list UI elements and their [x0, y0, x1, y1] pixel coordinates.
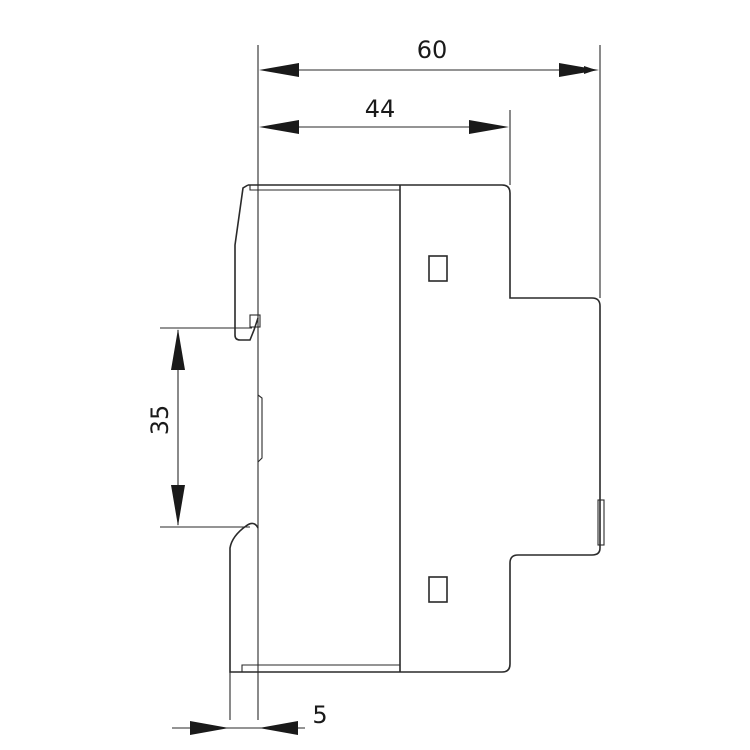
dimension-label-35: 35 — [146, 405, 174, 436]
dimension-label-5: 5 — [312, 701, 327, 729]
extension-lines — [160, 45, 601, 720]
upper-window-icon — [428, 255, 448, 282]
top-inner-edge — [249, 185, 400, 191]
lower-window-icon — [428, 576, 448, 603]
side-clip — [597, 499, 605, 546]
bottom-inner-edge — [241, 664, 400, 672]
rail-notch — [257, 394, 263, 463]
dimension-44: 44 — [259, 95, 509, 134]
dimension-60: 60 — [259, 36, 599, 77]
dimension-label-44: 44 — [365, 95, 396, 123]
dimension-35: 35 — [146, 329, 185, 526]
dimension-label-60: 60 — [417, 36, 448, 64]
latch-detail — [249, 314, 261, 328]
device-outline — [229, 184, 605, 673]
dimension-5: 5 — [172, 701, 328, 735]
